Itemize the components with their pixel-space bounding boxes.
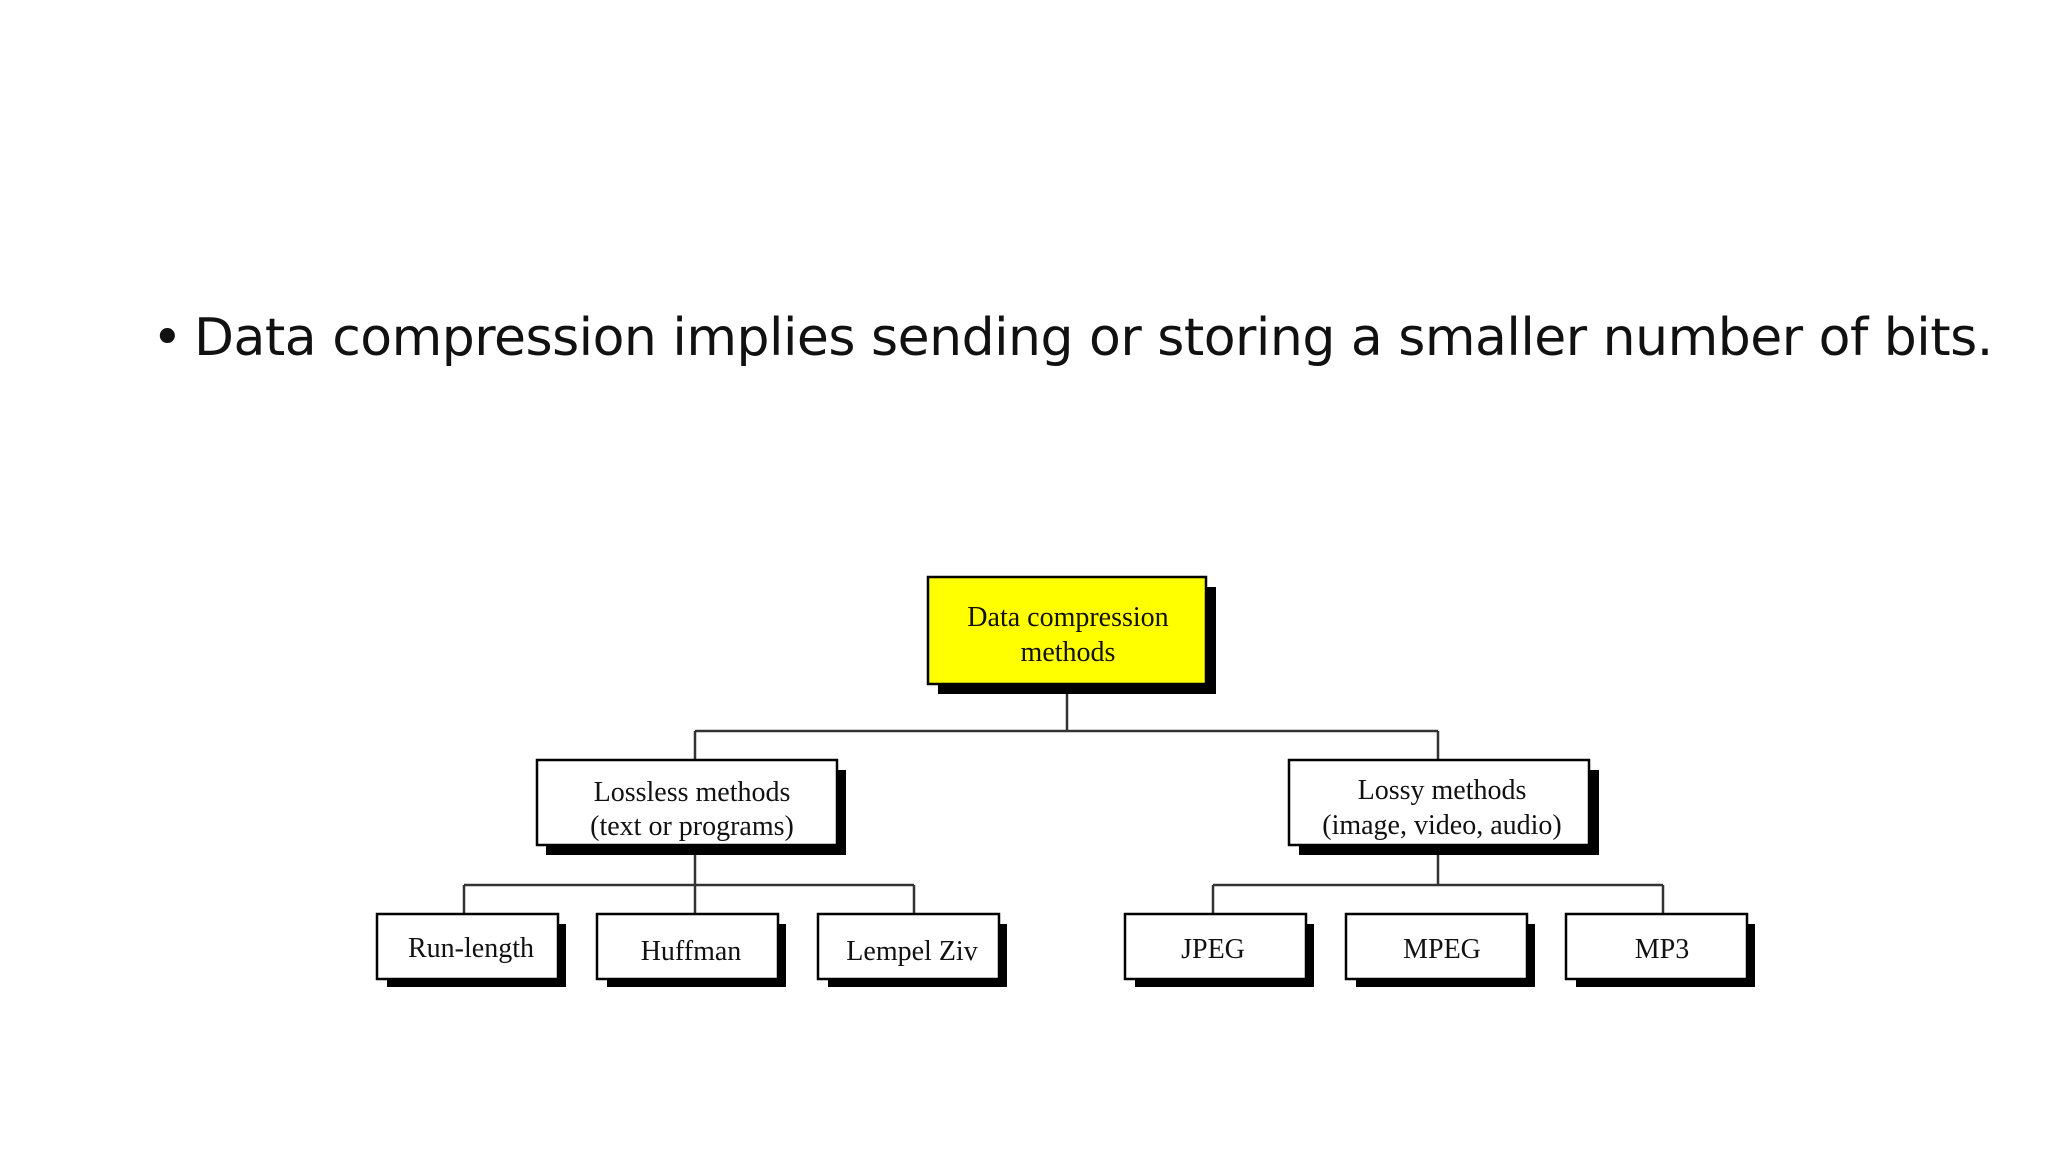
node-root-label-line1: Data compression bbox=[967, 602, 1168, 633]
leaf-mp3-label: MP3 bbox=[1635, 934, 1689, 965]
leaf-lempel-ziv-label: Lempel Ziv bbox=[846, 936, 977, 967]
bullet-text: Data compression implies sending or stor… bbox=[194, 308, 1993, 368]
node-root-box bbox=[926, 575, 1208, 686]
leaf-run-length: Run-length bbox=[375, 912, 566, 987]
node-lossless: Lossless methods (text or programs) bbox=[535, 758, 846, 855]
leaf-mpeg-label: MPEG bbox=[1403, 934, 1481, 965]
leaf-mp3: MP3 bbox=[1564, 912, 1755, 987]
connectors-lossy bbox=[1211, 848, 1665, 914]
node-lossy-label-line2: (image, video, audio) bbox=[1322, 810, 1561, 841]
leaf-jpeg: JPEG bbox=[1123, 912, 1314, 987]
node-lossless-label-line2: (text or programs) bbox=[590, 811, 794, 842]
leaf-mpeg: MPEG bbox=[1344, 912, 1535, 987]
node-lossy: Lossy methods (image, video, audio) bbox=[1287, 758, 1599, 855]
node-lossless-box bbox=[535, 758, 839, 847]
leaf-jpeg-label: JPEG bbox=[1181, 934, 1245, 965]
node-lossy-label-line1: Lossy methods bbox=[1358, 775, 1527, 806]
node-lossless-label-line1: Lossless methods bbox=[594, 777, 791, 808]
connectors-lossless bbox=[462, 848, 916, 914]
node-root-label-line2: methods bbox=[1021, 637, 1116, 668]
leaf-huffman-label: Huffman bbox=[641, 936, 742, 967]
node-root: Data compression methods bbox=[926, 575, 1216, 694]
node-lossy-box bbox=[1287, 758, 1591, 847]
bullet-marker: • bbox=[152, 308, 183, 368]
connectors-root bbox=[693, 691, 1440, 760]
bullet-item: • Data compression implies sending or st… bbox=[152, 308, 1993, 368]
leaf-run-length-label: Run-length bbox=[408, 933, 534, 964]
leaf-huffman: Huffman bbox=[595, 912, 786, 987]
leaf-lempel-ziv: Lempel Ziv bbox=[816, 912, 1007, 987]
